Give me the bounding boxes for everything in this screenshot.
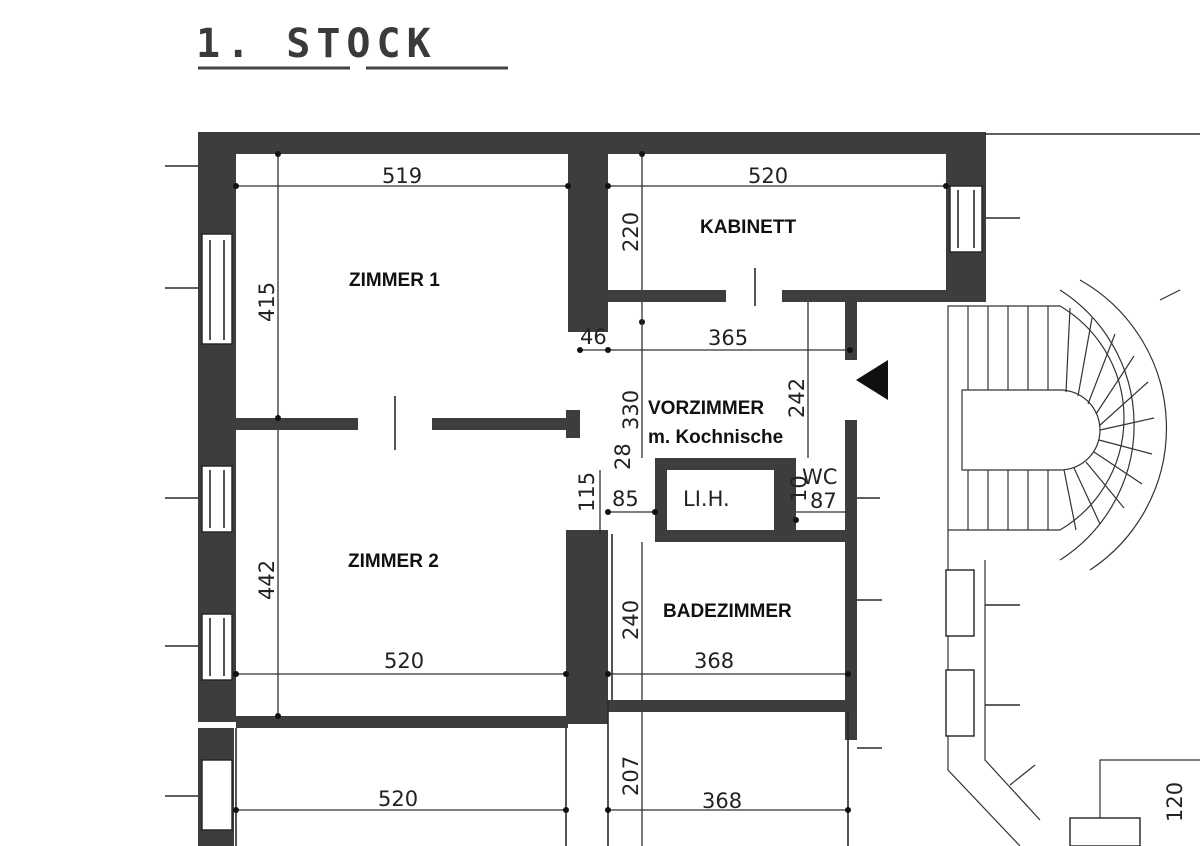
dim-label: 207 [619,756,643,796]
dim-label: 415 [255,282,279,322]
dim-label: 28 [611,443,635,470]
dim-label: 46 [580,325,607,349]
dim-label: 240 [619,600,643,640]
room-label-wc: WC [802,465,837,489]
room-label-badezimmer: BADEZIMMER [663,601,792,622]
room-label-vorzimmer-sub: m. Kochnische [648,427,783,448]
dim-label: 368 [702,789,742,813]
dim-label: 368 [694,649,734,673]
dim-label: 365 [708,326,748,350]
dim-label: 85 [612,487,639,511]
dim-label: 10 [787,475,811,502]
dim-label: 520 [748,164,788,188]
floor-title: 1. STOCK [196,21,437,67]
room-label-kabinett: KABINETT [700,217,796,238]
dimension-lines [165,151,1020,846]
dim-label: 220 [619,212,643,252]
windows [201,185,983,831]
dim-label: 520 [384,649,424,673]
room-label-lih: LI.H. [683,487,730,511]
dim-label: 87 [810,489,837,513]
room-label-zimmer-1: ZIMMER 1 [349,270,440,291]
entrance-arrow-icon [856,360,888,400]
dim-label: 242 [785,378,809,418]
dim-label: 442 [255,560,279,600]
room-label-zimmer-2: ZIMMER 2 [348,551,439,572]
dim-label: 330 [619,390,643,430]
dim-label: 519 [382,164,422,188]
staircase [945,279,1200,846]
door-markers [235,133,1200,846]
dim-label: 520 [378,787,418,811]
dim-label: 115 [575,472,599,512]
dim-label: 120 [1163,782,1187,822]
room-label-vorzimmer: VORZIMMER [648,398,764,419]
